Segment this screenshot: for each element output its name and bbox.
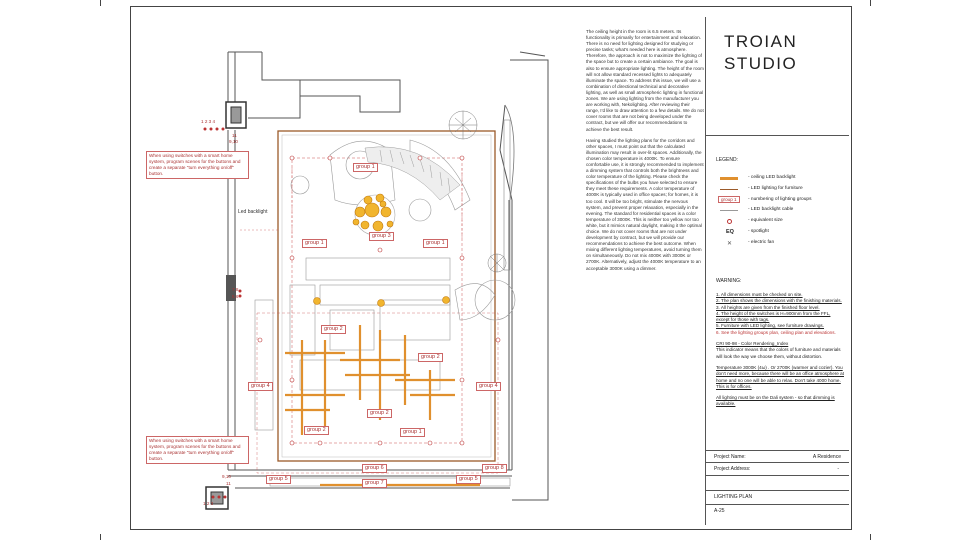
warning-list: 1. All dimensions must be checked on sit… — [716, 292, 844, 408]
switch-tag-mid-2: 5,6 — [232, 294, 239, 299]
group-label: group 1 — [353, 163, 378, 172]
warning-item: 4. The height of the switches is H=900mm… — [716, 310, 831, 323]
cri-heading: CRI 90-98 - Color Rendering_Index — [716, 341, 789, 347]
warning-item: 6. See the lighting groups plan, ceiling… — [716, 329, 836, 335]
switch-tag-bottom-2: 11 — [226, 481, 231, 486]
group-label: group 2 — [418, 353, 443, 362]
legend-item: - ceiling LED backlight — [718, 175, 843, 186]
legend: - ceiling LED backlight - LED lighting f… — [718, 175, 843, 251]
project-name-label: Project Name: — [714, 454, 746, 460]
legend-item: - LED backlight cable — [718, 207, 843, 218]
legend-text: - LED backlight cable — [748, 207, 794, 213]
studio-logo: TROIAN STUDIO — [724, 31, 797, 75]
legend-text: - equivalent size — [748, 218, 783, 224]
thin-line-icon — [718, 207, 742, 215]
switch-tag-bottom-1: 9,10 — [222, 474, 231, 479]
group-label: group 8 — [482, 464, 507, 473]
legend-text: - numbering of lighting groups — [748, 196, 812, 202]
studio-name-line1: TROIAN — [724, 32, 798, 51]
warning-item: 1. All dimensions must be checked on sit… — [716, 292, 803, 297]
legend-title: LEGEND: — [716, 157, 738, 163]
group-label: group 1 — [423, 239, 448, 248]
group-label: group 1 — [400, 428, 425, 437]
warning-item: 5. Furniture with LED lighting, see furn… — [716, 323, 825, 329]
group-label: group 2 — [304, 426, 329, 435]
divider — [706, 135, 849, 136]
divider — [706, 462, 849, 463]
legend-item: ✕ - electric fan — [718, 240, 843, 251]
legend-text: - ceiling LED backlight — [748, 175, 796, 180]
design-notes: The ceiling height in the room is 6.5 me… — [586, 29, 704, 277]
dali-note: All lighting must be on the Dali system … — [716, 395, 835, 407]
project-address-value: - — [837, 466, 839, 472]
switch-tag-top-1: 11 — [232, 133, 237, 138]
temperature-note: Temperature 3000K (4ω) . Or 2700K (warme… — [716, 364, 844, 389]
legend-item: - LED lighting for furniture — [718, 186, 843, 197]
led-backlight-label: Led backlight — [238, 209, 268, 215]
group-label: group 2 — [367, 409, 392, 418]
project-address-label: Project Address: — [714, 466, 751, 472]
legend-item: - equivalent size — [718, 218, 843, 229]
project-name-value: A Residence — [812, 454, 841, 460]
eq-icon: EQ — [726, 228, 734, 235]
legend-text: - electric fan — [748, 239, 775, 245]
group-label: group 5 — [456, 475, 481, 484]
crop-mark — [870, 0, 871, 6]
legend-text: - spotlight — [748, 228, 769, 234]
title-block: TROIAN STUDIO LEGEND: - ceiling LED back… — [705, 17, 849, 525]
legend-text: - LED lighting for furniture — [748, 185, 803, 191]
crop-mark — [100, 534, 101, 540]
brown-line-icon — [718, 186, 742, 194]
divider — [706, 475, 849, 476]
legend-item: EQ - spotlight — [718, 229, 843, 240]
group-label: group 5 — [266, 475, 291, 484]
smart-switch-callout-bottom: When using switches with a smart home sy… — [146, 436, 249, 464]
warning-title: WARNING: — [716, 278, 742, 284]
group-label: group 7 — [362, 479, 387, 488]
legend-item: group 1 - numbering of lighting groups — [718, 195, 843, 208]
group-label: group 2 — [321, 325, 346, 334]
group-label: group 6 — [362, 464, 387, 473]
switch-numbers-bottom: 1 2 3 — [203, 501, 214, 506]
notes-paragraph: The ceiling height in the room is 6.5 me… — [586, 29, 704, 132]
drawing-sheet-border — [130, 6, 852, 530]
orange-bar-icon — [718, 175, 742, 183]
warning-item: 3. All heights are given from the finish… — [716, 304, 820, 310]
studio-name-line2: STUDIO — [724, 54, 798, 73]
switch-tag-top-2: 9,10 — [229, 139, 238, 144]
sheet-title: LIGHTING PLAN — [714, 494, 753, 500]
group-label: group 4 — [248, 382, 273, 391]
fan-cross-icon: ✕ — [727, 240, 733, 247]
crop-mark — [100, 0, 101, 6]
divider — [706, 450, 849, 451]
cri-note: This indicator means that the colors of … — [716, 347, 841, 359]
group-label: group 4 — [476, 382, 501, 391]
crop-mark — [870, 534, 871, 540]
warning-item: 2. The plan shows the dimensions with th… — [716, 298, 842, 304]
notes-paragraph: Having studied the lighting plans for th… — [586, 137, 704, 271]
group-box-icon: group 1 — [718, 195, 742, 205]
group-label: group 3 — [369, 232, 394, 241]
switch-numbers-top: 1 2 3 4 — [201, 119, 216, 124]
smart-switch-callout-top: When using switches with a smart home sy… — [146, 151, 249, 179]
sheet-number: A-25 — [714, 508, 725, 514]
divider — [706, 490, 849, 491]
divider — [706, 504, 849, 505]
dot-icon — [718, 218, 742, 226]
switch-tag-mid-1: 7,8 — [232, 287, 239, 292]
group-label: group 1 — [302, 239, 327, 248]
